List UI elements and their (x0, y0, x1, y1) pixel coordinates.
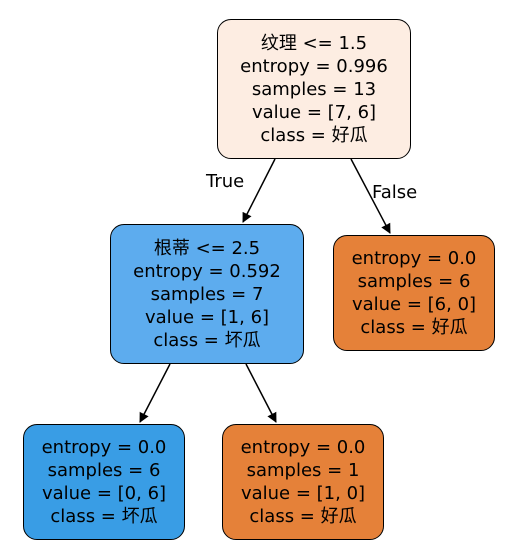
node-samples: samples = 1 (246, 460, 360, 481)
edge-label-true: True (206, 171, 245, 192)
tree-node-root: 纹理 <= 1.5 entropy = 0.996 samples = 13 v… (217, 19, 411, 159)
node-entropy: entropy = 0.996 (240, 55, 388, 77)
node-value: value = [7, 6] (251, 101, 377, 123)
node-samples: samples = 6 (357, 271, 471, 292)
node-value: value = [0, 6] (41, 483, 167, 504)
edge-label-false: False (372, 182, 418, 203)
node-class: class = 好瓜 (260, 124, 368, 146)
edge-left-to-leftleaf (139, 363, 171, 423)
node-class: class = 好瓜 (360, 317, 468, 338)
tree-leaf-left-right: entropy = 0.0 samples = 1 value = [1, 0]… (222, 424, 384, 540)
node-entropy: entropy = 0.0 (41, 437, 167, 458)
edge-root-to-right (350, 158, 391, 234)
tree-node-left: 根蒂 <= 2.5 entropy = 0.592 samples = 7 va… (110, 224, 304, 364)
node-samples: samples = 7 (150, 283, 264, 305)
node-entropy: entropy = 0.0 (351, 248, 477, 269)
node-samples: samples = 13 (251, 78, 377, 100)
node-class: class = 好瓜 (249, 506, 357, 527)
edge-root-to-left (242, 158, 276, 223)
edge-left-to-rightleaf (245, 363, 277, 423)
node-samples: samples = 6 (47, 460, 161, 481)
node-value: value = [1, 0] (240, 483, 366, 504)
tree-leaf-left-left: entropy = 0.0 samples = 6 value = [0, 6]… (23, 424, 185, 540)
node-class: class = 坏瓜 (153, 329, 261, 351)
tree-leaf-right: entropy = 0.0 samples = 6 value = [6, 0]… (333, 235, 495, 351)
node-split-label: 纹理 <= 1.5 (260, 32, 368, 54)
node-value: value = [1, 6] (144, 306, 270, 328)
node-entropy: entropy = 0.0 (240, 437, 366, 458)
node-value: value = [6, 0] (351, 294, 477, 315)
node-split-label: 根蒂 <= 2.5 (153, 237, 261, 259)
node-class: class = 坏瓜 (50, 506, 158, 527)
node-entropy: entropy = 0.592 (133, 260, 281, 282)
